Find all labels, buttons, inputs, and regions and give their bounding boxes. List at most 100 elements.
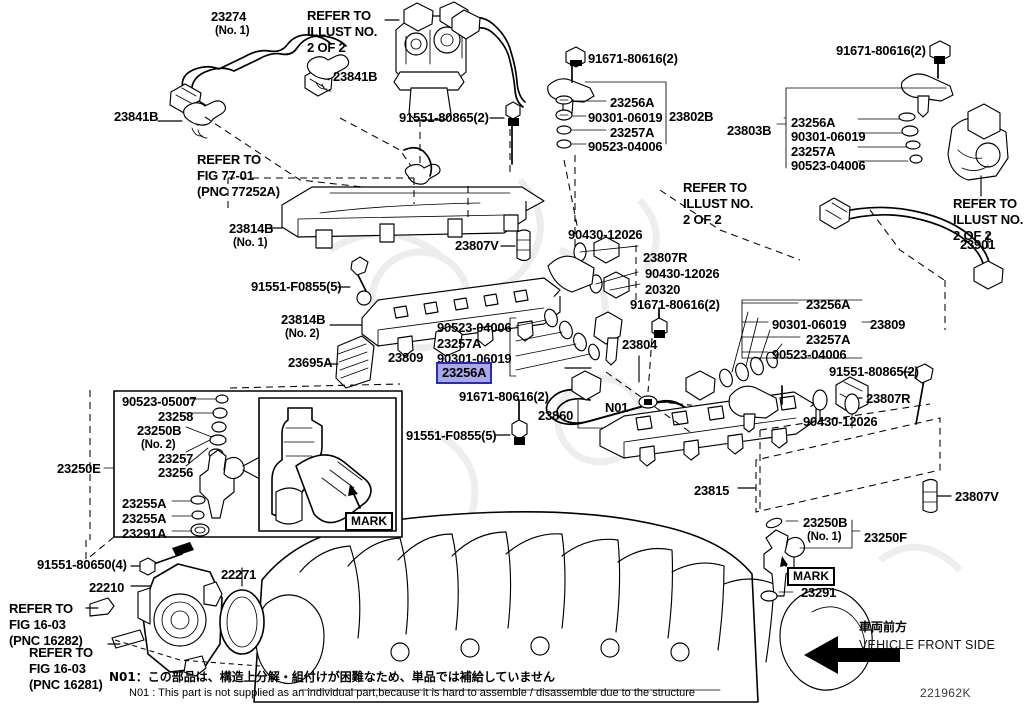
hose-top-right xyxy=(451,9,526,108)
part-23250F-injector xyxy=(759,403,931,602)
part-label[interactable]: 23274 xyxy=(211,9,247,24)
part-23841B-upper xyxy=(306,54,350,92)
part-label[interactable]: 90430-12026 xyxy=(568,227,643,242)
part-label[interactable]: 23256 xyxy=(158,465,194,480)
part-label[interactable]: 23841B xyxy=(114,109,159,124)
part-label[interactable]: 23803B xyxy=(727,123,772,138)
part-label[interactable]: 91551-80865(2) xyxy=(829,364,919,379)
part-label[interactable]: 91551-80865(2) xyxy=(399,110,489,125)
part-label[interactable]: 22210 xyxy=(89,580,125,595)
part-label[interactable]: 23256A xyxy=(806,297,851,312)
part-label[interactable]: 23804 xyxy=(622,337,658,352)
part-label[interactable]: 91671-80616(2) xyxy=(630,297,720,312)
part-label[interactable]: 23255A xyxy=(122,511,167,526)
part-label[interactable]: 23256A xyxy=(791,115,836,130)
part-label[interactable]: 90523-05007 xyxy=(122,394,197,409)
vehicle-front-note-jp: 車両前方 xyxy=(859,620,908,634)
part-label[interactable]: 23807V xyxy=(955,489,999,504)
bolt-91551-F0855-upper xyxy=(337,256,372,306)
part-label[interactable]: REFER TO ILLUST NO. 2 OF 2 xyxy=(307,8,378,55)
part-label[interactable]: 23291 xyxy=(801,585,837,600)
part-label[interactable]: 23291A xyxy=(122,526,167,541)
part-label[interactable]: 23250B xyxy=(137,423,182,438)
hose-23901 xyxy=(819,197,1004,290)
part-label[interactable]: REFER TO ILLUST NO. 2 OF 2 xyxy=(953,196,1024,243)
part-23901-component xyxy=(947,103,1009,197)
part-label[interactable]: REFER TO FIG 16-03 (PNC 16282) xyxy=(9,601,83,648)
bolt-91551-80650 xyxy=(130,542,194,576)
part-label[interactable]: 23257 xyxy=(158,451,194,466)
part-label[interactable]: 23807R xyxy=(643,250,688,265)
part-label[interactable]: REFER TO ILLUST NO. 2 OF 2 xyxy=(683,180,754,227)
part-label[interactable]: 23860 xyxy=(538,408,574,423)
part-label[interactable]: 23250E xyxy=(57,461,101,476)
part-label[interactable]: 23256A xyxy=(610,95,655,110)
part-label[interactable]: 20320 xyxy=(645,282,681,297)
part-label[interactable]: 23901 xyxy=(960,237,996,252)
part-label[interactable]: 23695A xyxy=(288,355,333,370)
part-label[interactable]: 23257A xyxy=(610,125,655,140)
mark-box: MARK xyxy=(787,567,835,586)
part-label[interactable]: N01 xyxy=(605,400,629,415)
part-label-sub: (No. 2) xyxy=(141,439,176,451)
bolt-91551-80865-top xyxy=(489,101,521,165)
bolt-91671-80616-center xyxy=(651,307,668,338)
part-label[interactable]: 23257A xyxy=(791,144,836,159)
part-23814B-no1 xyxy=(267,146,545,249)
mark-box: MARK xyxy=(345,512,393,531)
part-label[interactable]: 23815 xyxy=(694,483,730,498)
part-label-sub: (No. 1) xyxy=(807,531,842,543)
part-20320-group xyxy=(547,236,641,299)
part-label[interactable]: REFER TO FIG 16-03 (PNC 16281) xyxy=(29,645,103,692)
part-label[interactable]: 91671-80616(2) xyxy=(588,51,678,66)
part-label[interactable]: 23257A xyxy=(806,332,851,347)
part-23807V-grommet-2 xyxy=(922,478,952,514)
part-label-sub: (No. 1) xyxy=(215,25,250,37)
part-label[interactable]: 23814B xyxy=(229,221,274,236)
part-23807V-grommet-1 xyxy=(500,229,531,262)
part-label[interactable]: 23257A xyxy=(437,336,482,351)
part-label[interactable]: 91671-80616(2) xyxy=(459,389,549,404)
part-23695A-bellows xyxy=(325,335,375,389)
part-23841B-left xyxy=(157,100,227,139)
dashed-guides-mid xyxy=(89,159,691,540)
part-label[interactable]: 90301-06019 xyxy=(588,110,663,125)
part-label[interactable]: 22271 xyxy=(221,567,257,582)
part-label[interactable]: 91551-F0855(5) xyxy=(251,279,342,294)
part-label[interactable]: 23258 xyxy=(158,409,194,424)
part-label[interactable]: 91671-80616(2) xyxy=(836,43,926,58)
part-label[interactable]: 90523-04006 xyxy=(588,139,663,154)
part-label[interactable]: 23250B xyxy=(803,515,848,530)
part-label[interactable]: 23250F xyxy=(864,530,907,545)
part-label[interactable]: 90523-04006 xyxy=(791,158,866,173)
part-label[interactable]: 23809 xyxy=(388,350,424,365)
part-label[interactable]: 23802B xyxy=(669,109,714,124)
part-label[interactable]: 90523-04006 xyxy=(772,347,847,362)
bolt-91551-F0855-lower xyxy=(495,399,528,445)
part-label[interactable]: 23807V xyxy=(455,238,499,253)
part-label[interactable]: 91551-F0855(5) xyxy=(406,428,497,443)
part-label[interactable]: 90523-04006 xyxy=(437,320,512,335)
part-label[interactable]: REFER TO FIG 77-01 (PNC 77252A) xyxy=(197,152,280,199)
part-label[interactable]: 91551-80650(4) xyxy=(37,557,127,572)
vehicle-front-note-en: VEHICLE FRONT SIDE xyxy=(859,638,996,652)
part-label[interactable]: 23809 xyxy=(870,317,906,332)
part-23802B-bracket xyxy=(547,46,667,149)
part-label[interactable]: 90430-12026 xyxy=(645,266,720,281)
part-label[interactable]: 23807R xyxy=(866,391,911,406)
refer-to-connectors-bottom xyxy=(85,597,261,667)
part-right-fuel-rail xyxy=(599,391,817,467)
part-label[interactable]: 23255A xyxy=(122,496,167,511)
footer-note-jp: N01：この部品は、構造上分解・組付けが困難なため、単品では補給していません xyxy=(109,670,556,684)
part-23814B-no2-fuel-rail xyxy=(329,277,561,357)
highlighted-part-label-23256A[interactable]: 23256A xyxy=(436,362,493,384)
part-label-sub: (No. 2) xyxy=(285,328,320,340)
part-label[interactable]: 90301-06019 xyxy=(772,317,847,332)
part-group-23809-right xyxy=(719,299,873,433)
part-label[interactable]: 23814B xyxy=(281,312,326,327)
part-label[interactable]: 90430-12026 xyxy=(803,414,878,429)
part-label[interactable]: 90301-06019 xyxy=(791,129,866,144)
part-label[interactable]: 23841B xyxy=(333,69,378,84)
part-23803B-bracket xyxy=(776,40,954,169)
